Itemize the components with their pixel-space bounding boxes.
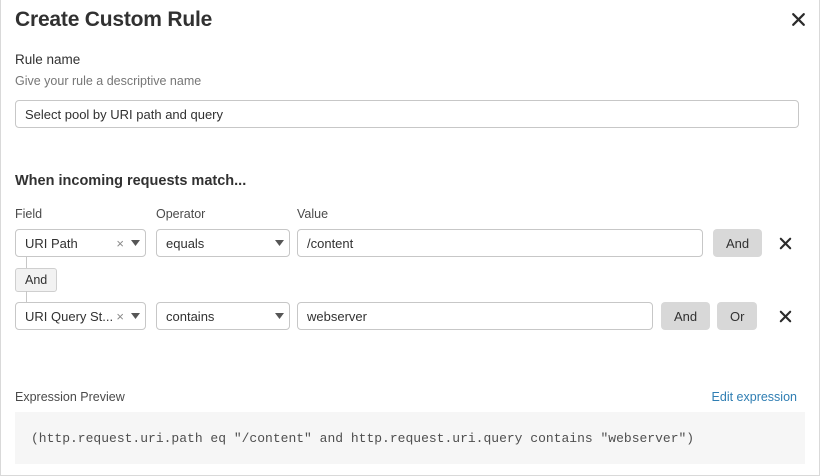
value-input-row-1[interactable] xyxy=(297,229,703,257)
field-select-value-row-1: URI Path xyxy=(25,235,78,251)
chevron-down-icon-row-2-field[interactable] xyxy=(127,313,145,319)
remove-condition-row-1[interactable] xyxy=(774,232,796,254)
dialog-title: Create Custom Rule xyxy=(15,8,213,31)
add-and-condition-row-1[interactable]: And xyxy=(713,229,763,257)
edit-expression-link[interactable]: Edit expression xyxy=(711,390,797,404)
value-input-row-2[interactable] xyxy=(297,302,653,330)
operator-select-row-2[interactable]: contains xyxy=(156,302,290,330)
field-select-row-1[interactable]: URI Path × xyxy=(15,229,146,257)
close-icon-glyph xyxy=(791,12,805,26)
expression-preview-code: (http.request.uri.path eq "/content" and… xyxy=(31,430,695,446)
rule-name-help-text: Give your rule a descriptive name xyxy=(15,74,202,88)
remove-condition-row-2[interactable] xyxy=(774,305,796,327)
field-select-value-row-2: URI Query St... xyxy=(25,308,114,324)
rule-name-input[interactable] xyxy=(15,100,799,128)
close-icon xyxy=(779,237,791,249)
field-clear-icon-row-1[interactable]: × xyxy=(116,235,124,251)
field-select-row-2[interactable]: URI Query St... × xyxy=(15,302,146,330)
group-connector-and[interactable]: And xyxy=(15,268,58,292)
column-header-value: Value xyxy=(297,207,329,221)
chevron-down-glyph xyxy=(130,240,140,246)
operator-select-value-row-1: equals xyxy=(166,235,205,251)
chevron-down-glyph xyxy=(274,240,284,246)
expression-preview-box: (http.request.uri.path eq "/content" and… xyxy=(15,412,805,464)
connector-line-bottom xyxy=(26,291,27,302)
match-section-heading: When incoming requests match... xyxy=(15,173,247,189)
close-icon[interactable] xyxy=(785,6,811,32)
operator-select-row-1[interactable]: equals xyxy=(156,229,290,257)
chevron-down-icon-row-2-operator[interactable] xyxy=(271,313,289,319)
chevron-down-glyph xyxy=(274,313,284,319)
expression-preview-label: Expression Preview xyxy=(15,390,125,404)
connector-line-top xyxy=(26,257,27,269)
add-or-condition-row-2[interactable]: Or xyxy=(717,302,758,330)
chevron-down-icon-row-1-operator[interactable] xyxy=(271,240,289,246)
close-icon xyxy=(779,310,791,322)
rule-name-label: Rule name xyxy=(15,52,81,67)
operator-select-value-row-2: contains xyxy=(166,308,215,324)
field-clear-icon-row-2[interactable]: × xyxy=(116,308,124,324)
column-header-field: Field xyxy=(15,207,43,221)
chevron-down-glyph xyxy=(130,313,140,319)
chevron-down-icon-row-1-field[interactable] xyxy=(127,240,145,246)
add-and-condition-row-2[interactable]: And xyxy=(661,302,711,330)
column-header-operator: Operator xyxy=(156,207,206,221)
